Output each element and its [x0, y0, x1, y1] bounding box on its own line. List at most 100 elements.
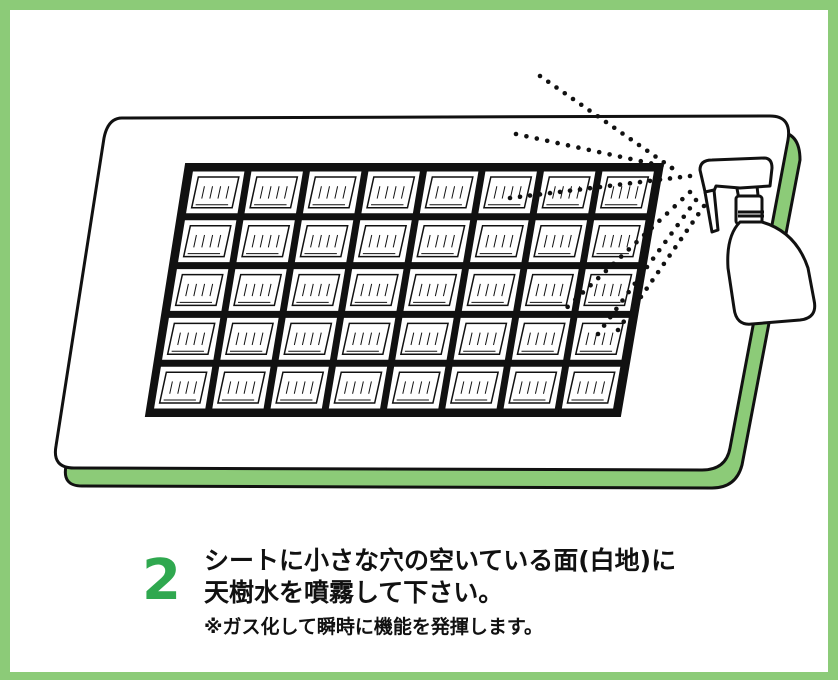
- sheet-cell: [294, 220, 354, 263]
- hatch-line: [185, 283, 189, 297]
- sheet-cell: [345, 269, 404, 311]
- sheet-cell: [411, 220, 471, 263]
- hatch-line: [543, 332, 548, 346]
- step-caption: シートに小さな穴の空いている面(白地)に 天樹水を噴霧して下さい。 ※ガス化して…: [204, 545, 676, 641]
- cell-pattern: [225, 322, 274, 355]
- hatch-line: [376, 186, 381, 199]
- cell-pattern: [599, 176, 650, 209]
- mist-dot: [544, 138, 550, 144]
- hatch-line: [551, 283, 556, 297]
- mist-dot: [555, 140, 560, 146]
- mist-dot: [527, 193, 533, 198]
- mist-dot: [580, 290, 586, 295]
- mist-dot: [672, 204, 678, 209]
- mist-dot: [547, 190, 553, 196]
- cell-pattern: [466, 273, 516, 307]
- hatch-line: [352, 381, 356, 394]
- mist-dot: [601, 323, 607, 328]
- mist-dot: [524, 133, 529, 139]
- mist-dot: [618, 254, 624, 259]
- mist-dot: [644, 148, 650, 154]
- hatch-line: [609, 332, 614, 346]
- sheet-cell: [162, 317, 221, 360]
- sheet-cell: [419, 171, 479, 214]
- cell-pattern: [574, 322, 625, 355]
- sheet-cell: [278, 317, 337, 360]
- hatch-line: [601, 283, 606, 297]
- hatch-line: [193, 234, 197, 248]
- sheet-cell: [387, 366, 446, 409]
- cell-pattern: [408, 273, 458, 307]
- hatch-line: [542, 381, 547, 394]
- mist-dot: [626, 289, 631, 295]
- hatch-line: [310, 283, 314, 297]
- hatch-line: [477, 283, 481, 297]
- cell-pattern: [307, 176, 357, 209]
- cell-pattern: [583, 273, 633, 307]
- hatch-line: [460, 381, 465, 394]
- mist-dot: [641, 232, 647, 238]
- cell-pattern: [449, 371, 500, 404]
- sheet-cell: [186, 171, 245, 214]
- mist-dot: [620, 131, 625, 136]
- mist-dot: [657, 218, 662, 224]
- hatch-line: [418, 332, 423, 346]
- hatch-line: [201, 234, 205, 248]
- mist-dot: [620, 298, 625, 303]
- hatch-line: [493, 234, 498, 248]
- sheet-cell: [336, 317, 396, 360]
- hatch-line: [376, 332, 381, 346]
- mist-dot: [644, 286, 649, 291]
- hatch-line: [360, 283, 365, 297]
- mist-dot: [649, 225, 655, 231]
- mist-dot: [617, 182, 623, 187]
- instruction-line-1: シートに小さな穴の空いている面(白地)に: [204, 546, 677, 575]
- hatch-line: [601, 381, 606, 394]
- hatch-line: [485, 283, 489, 297]
- hatch-line: [618, 186, 623, 199]
- mist-dot: [562, 90, 568, 96]
- hatch-line: [484, 381, 489, 394]
- mist-dot: [513, 131, 519, 137]
- cell-pattern: [391, 371, 441, 404]
- mist-dot: [586, 147, 592, 153]
- mist-dot: [614, 306, 619, 312]
- hatch-line: [251, 234, 256, 248]
- mist-dot: [627, 181, 633, 186]
- sheet-cell: [353, 220, 412, 263]
- mist-dot: [638, 273, 644, 278]
- mist-dot: [577, 187, 583, 192]
- instruction-line-2: 天樹水を噴霧して下さい。: [204, 578, 504, 607]
- cell-pattern: [341, 322, 391, 355]
- sheet-cell: [561, 366, 621, 409]
- hatch-line: [251, 332, 256, 346]
- mist-dot: [557, 311, 563, 317]
- hatch-line: [602, 234, 606, 248]
- cell-pattern: [275, 371, 325, 404]
- mist-dot: [650, 278, 655, 283]
- mist-dot: [661, 159, 667, 165]
- cell-pattern: [299, 225, 349, 258]
- mist-dot: [657, 177, 663, 182]
- cell-pattern: [508, 371, 558, 404]
- cell-pattern: [249, 176, 299, 209]
- mist-dot: [617, 154, 623, 159]
- cell-pattern: [357, 225, 408, 258]
- hatch-line: [435, 234, 439, 248]
- hatch-line: [451, 234, 455, 248]
- mist-dot: [684, 228, 690, 234]
- sheet-cell: [228, 269, 287, 311]
- mist-dot: [570, 96, 576, 102]
- hatch-line: [593, 283, 598, 297]
- mist-dot: [659, 163, 664, 169]
- hatch-line: [193, 381, 198, 394]
- hatch-line: [434, 332, 439, 346]
- hatch-line: [360, 332, 364, 346]
- hatch-line: [201, 186, 205, 199]
- hatch-line: [235, 381, 240, 394]
- hatch-line: [201, 283, 206, 297]
- mist-dot: [644, 264, 650, 270]
- hatch-line: [301, 332, 306, 346]
- hatch-line: [601, 332, 606, 346]
